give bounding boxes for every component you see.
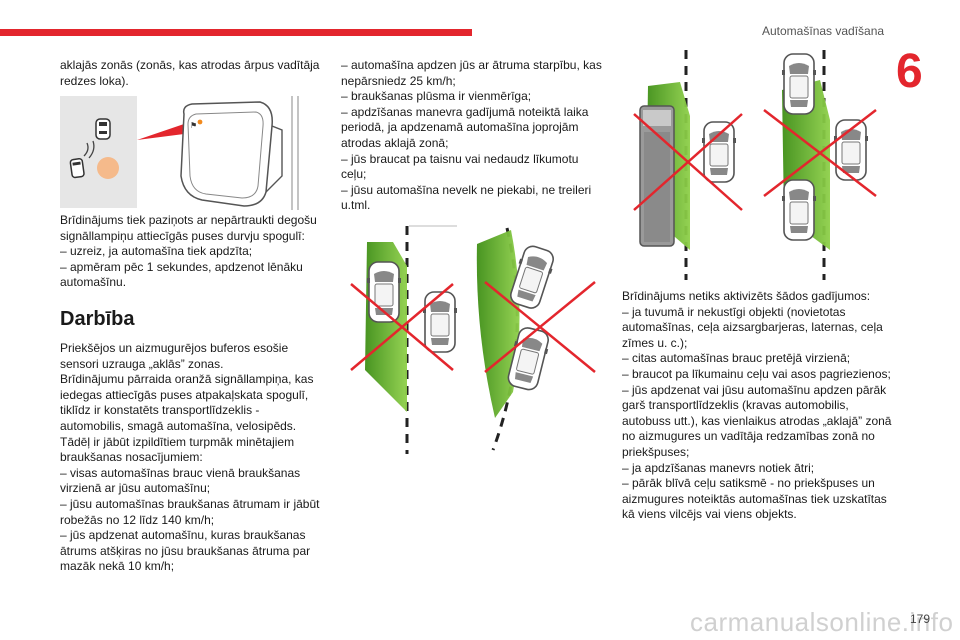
exception-item: – pārāk blīvā ceļu satiksmē - no priekšp… bbox=[622, 476, 887, 522]
warning-glow bbox=[97, 157, 119, 179]
exception-item: – citas automašīnas brauc pretējā virzie… bbox=[622, 351, 851, 366]
operation-paragraph: Tādēļ ir jābūt izpildītiem turpmāk minēt… bbox=[60, 434, 295, 465]
exception-item: – ja apdzīšanas manevrs notiek ātri; bbox=[622, 460, 815, 475]
pointer-arrow bbox=[137, 124, 184, 140]
condition-item: – braukšanas plūsma ir vienmērīga; bbox=[341, 89, 532, 104]
exception-item: – jūs apdzenat vai jūsu automašīnu apdze… bbox=[622, 382, 892, 459]
blind-spot-scenarios-illustration bbox=[345, 222, 605, 462]
warning-item: – apmēram pēc 1 sekundes, apdzenot lēnāk… bbox=[60, 259, 303, 290]
condition-item: – jūs apdzenat automašīnu, kuras braukša… bbox=[60, 528, 311, 574]
condition-item: – jūs braucat pa taisnu vai nedaudz līku… bbox=[341, 151, 579, 182]
operation-paragraph: Brīdinājumu pārraida oranžā signāllampiņ… bbox=[60, 372, 314, 433]
section-title: Automašīnas vadīšana bbox=[762, 24, 885, 38]
column-3: Brīdinājums netiks aktivizēts šādos gadī… bbox=[622, 289, 892, 523]
condition-item: – automašīna apdzen jūs ar ātruma starpī… bbox=[341, 58, 602, 88]
no-warning-intro: Brīdinājums netiks aktivizēts šādos gadī… bbox=[622, 289, 871, 303]
condition-item: – jūsu automašīnas braukšanas ātrumam ir… bbox=[60, 496, 320, 527]
own-car bbox=[422, 291, 458, 353]
column-1-intro: aklajās zonās (zonās, kas atrodas ārpus … bbox=[60, 58, 326, 89]
mirror-warning-lamp bbox=[197, 119, 203, 125]
condition-item: – apdzīšanas manevra gadījumā noteiktā l… bbox=[341, 104, 589, 150]
operation-paragraph: Priekšējos un aizmugurējos buferos esoši… bbox=[60, 340, 289, 371]
column-1-main: Brīdinājums tiek paziņots ar nepārtraukt… bbox=[60, 213, 326, 575]
column-2: – automašīna apdzen jūs ar ātruma starpī… bbox=[341, 58, 605, 214]
own-car-icon bbox=[95, 118, 111, 140]
no-warning-scenarios-illustration bbox=[632, 50, 892, 285]
mirror-warning-illustration: ⚑ bbox=[60, 96, 310, 215]
chapter-number: 6 bbox=[896, 45, 923, 98]
warning-paragraph: Brīdinājums tiek paziņots ar nepārtraukt… bbox=[60, 213, 317, 243]
warning-item: – uzreiz, ja automašīna tiek apdzīta; bbox=[60, 244, 253, 259]
watermark: carmanualsonline.info bbox=[690, 607, 954, 637]
oncoming-car bbox=[781, 53, 817, 115]
driver-view-panel bbox=[60, 96, 137, 208]
detected-car bbox=[781, 179, 817, 241]
svg-text:⚑: ⚑ bbox=[190, 121, 197, 130]
condition-item: – jūsu automašīna nevelk ne piekabi, ne … bbox=[341, 182, 592, 213]
exception-item: – ja tuvumā ir nekustīgi objekti (noviet… bbox=[622, 304, 883, 350]
own-car bbox=[701, 121, 737, 183]
page-number: 179 bbox=[910, 612, 931, 626]
truck bbox=[639, 105, 675, 247]
header-accent-bar bbox=[0, 29, 472, 36]
blind-spot-zone bbox=[476, 230, 520, 418]
condition-item: – visas automašīnas brauc vienā braukšan… bbox=[60, 465, 301, 496]
exception-item: – braucot pa līkumainu ceļu vai asos pag… bbox=[622, 366, 891, 381]
section-heading: Darbība bbox=[60, 307, 135, 330]
other-car-icon bbox=[69, 157, 85, 179]
intro-text: aklajās zonās (zonās, kas atrodas ārpus … bbox=[60, 58, 320, 88]
